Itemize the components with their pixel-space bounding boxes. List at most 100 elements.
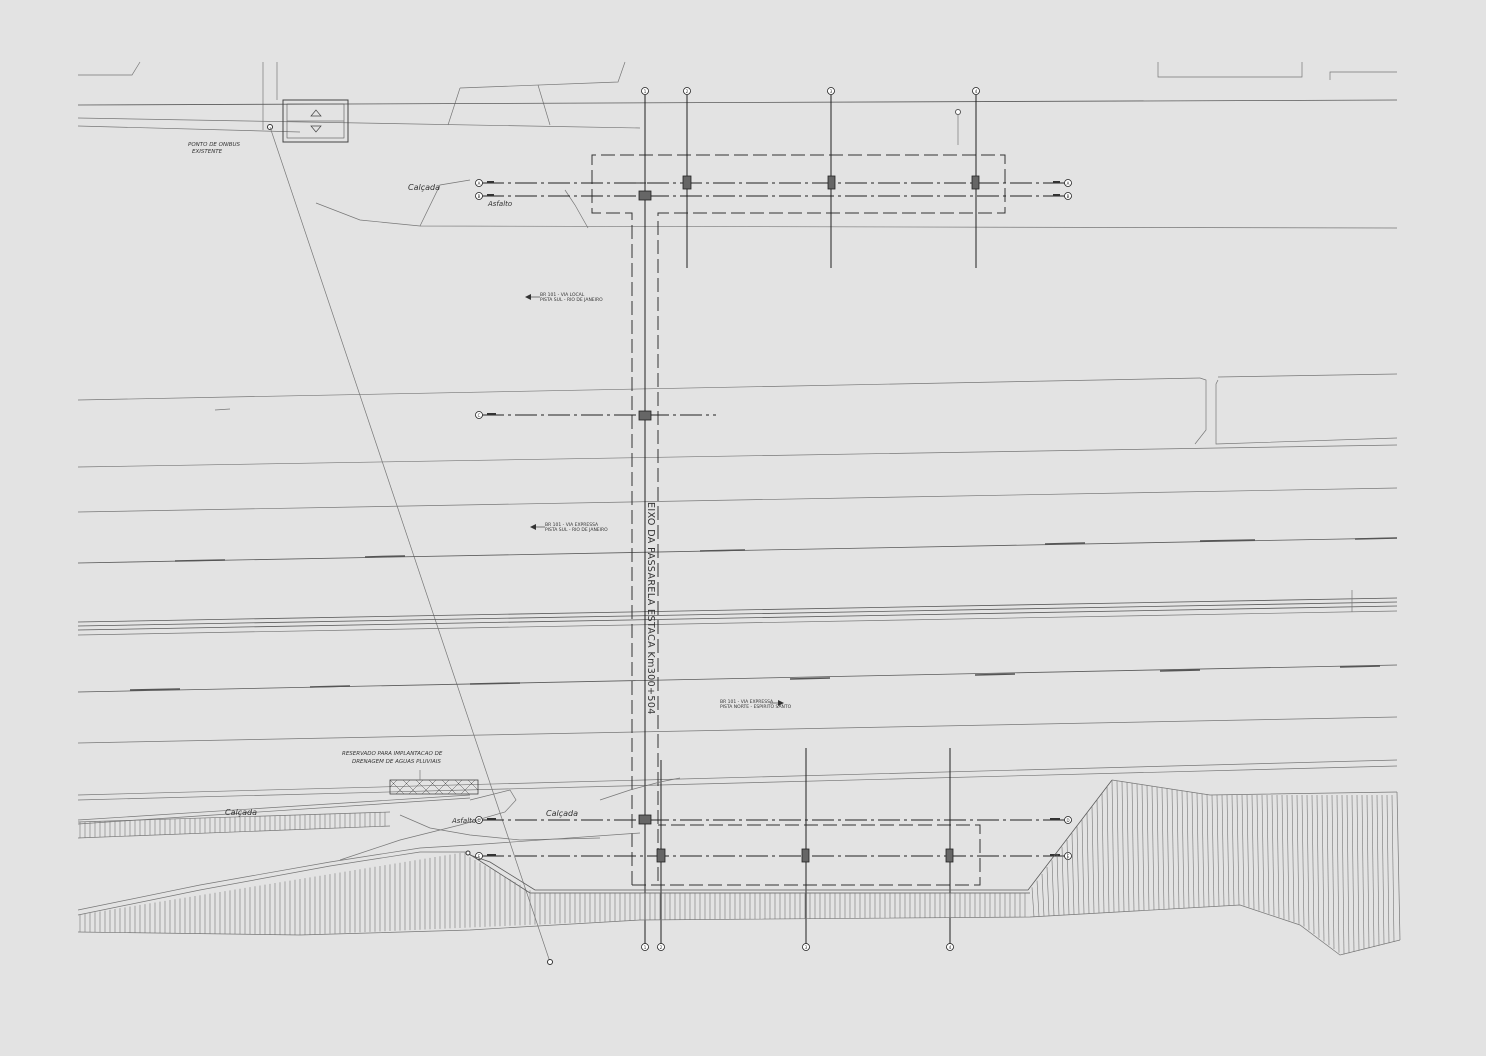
hatch-line [1321, 794, 1325, 942]
grid-bubble-label: 4 [949, 945, 952, 950]
hatch-line [1086, 813, 1090, 914]
hatch-line [1186, 791, 1190, 909]
hatch-line [1206, 794, 1210, 907]
hatch-line [1226, 794, 1230, 906]
hatch-line [1216, 794, 1220, 907]
hatch-line [1161, 787, 1165, 910]
bottom-sidewalk [77, 777, 1113, 911]
hatch-line [1081, 819, 1085, 915]
pillar [638, 410, 652, 421]
grid-bubbles-top: 1 2 3 4 [641, 87, 980, 95]
pillar [682, 175, 692, 190]
embankment-hatch-bottom [79, 852, 1026, 935]
hatch-line [1051, 860, 1055, 916]
pillar [945, 848, 954, 863]
hatch-line [1201, 793, 1205, 908]
hatch-line [1076, 826, 1080, 915]
grid-bubble-label: 3 [805, 945, 808, 950]
grid-bubbles-right: A B D E [1064, 179, 1072, 860]
hatch-line [1256, 794, 1260, 911]
embankment-hatch-left [79, 812, 386, 838]
hatch-line [1376, 794, 1380, 946]
hatch-line [1136, 783, 1140, 911]
grid-bubble-label: E [1067, 854, 1070, 859]
hatch-line [1036, 880, 1040, 917]
hatch-line [1366, 794, 1370, 949]
road-label-mid: BR 101 - VIA EXPRESSA PISTA SUL - RIO DE… [530, 522, 608, 533]
pillar [638, 190, 652, 201]
grid-bubbles-left: A B C D E [475, 179, 483, 860]
hatch-line [1166, 788, 1170, 910]
hatch-line [1386, 794, 1390, 944]
bus-stop-note-line1: PONTO DE ONIBUS [188, 142, 241, 148]
hatch-line [1071, 833, 1075, 915]
grid-bubble-label: 4 [975, 89, 978, 94]
road-label-north: BR 101 - VIA LOCAL PISTA SUL - RIO DE JA… [525, 292, 603, 303]
pillar [638, 814, 652, 825]
hatch-line [1181, 790, 1185, 909]
hatch-line [1096, 799, 1100, 914]
svg-text:PISTA SUL - RIO DE JANEIRO: PISTA SUL - RIO DE JANEIRO [545, 527, 608, 533]
hatch-line [1356, 794, 1360, 951]
grid-bubble-label: 2 [686, 89, 689, 94]
hatch-line [1301, 794, 1305, 927]
hatch-line [1266, 794, 1270, 914]
hatch-line [1276, 794, 1280, 918]
asfalto-bottom-label: Asfalto [451, 817, 476, 825]
lane-dashes [129, 537, 1398, 691]
hatch-line [1091, 806, 1095, 914]
hatch-line [1106, 786, 1110, 913]
hatch-line [1151, 785, 1155, 911]
road-lanes [77, 373, 1398, 801]
svg-text:PISTA SUL - RIO DE JANEIRO: PISTA SUL - RIO DE JANEIRO [540, 297, 603, 303]
hatch-line [1041, 873, 1045, 917]
hatch-line [1146, 785, 1150, 911]
grid-bubble-label: A [478, 181, 481, 186]
svg-text:BR 101 - VIA EXPRESSA: BR 101 - VIA EXPRESSA [720, 699, 774, 705]
hatch-line [1046, 867, 1050, 917]
hatch-line [1261, 794, 1265, 913]
calcada-top-label: Calçada [408, 183, 440, 192]
grid-bubble-label: 1 [644, 945, 647, 950]
hatch-line [1391, 794, 1395, 943]
top-sidewalk [315, 179, 1398, 229]
hatch-line [1056, 853, 1060, 916]
hatch-line [1371, 794, 1375, 948]
grid-bubble-label: E [478, 854, 481, 859]
svg-text:PISTA NORTE - ESPIRITO SANTO: PISTA NORTE - ESPIRITO SANTO [720, 704, 792, 710]
grid-bubble-label: 3 [830, 89, 833, 94]
hatch-line [1381, 794, 1385, 945]
drainage-note-line1: RESERVADO PARA IMPLANTACAO DE [342, 751, 443, 757]
pillar [971, 175, 980, 190]
hatch-line [1126, 782, 1130, 912]
grid-bubble-label: B [478, 194, 481, 199]
grid-bubble-label: D [477, 818, 480, 823]
grid-bubble-label: D [1066, 818, 1069, 823]
asfalto-top-label: Asfalto [487, 200, 512, 208]
hatch-line [1211, 794, 1215, 907]
hatch-line [1271, 794, 1275, 916]
bus-stop-note-line2: EXISTENTE [192, 149, 223, 155]
svg-text:BR 101 - VIA EXPRESSA: BR 101 - VIA EXPRESSA [545, 522, 599, 528]
svg-text:BR 101 - VIA LOCAL: BR 101 - VIA LOCAL [540, 292, 585, 298]
bus-stop-existing [267, 99, 349, 143]
pillar [801, 848, 810, 863]
walkway-axis-label: EIXO DA PASSARELA ESTACA Km300+504 [645, 502, 656, 715]
hatch-line [1346, 794, 1350, 954]
hatch-line [1131, 782, 1135, 912]
hatch-line [1066, 840, 1070, 915]
pillars [638, 175, 980, 863]
hatch-line [1061, 846, 1065, 916]
pillar [656, 848, 666, 863]
hatch-line [1156, 786, 1160, 910]
hatch-line [1176, 789, 1180, 909]
hatch-line [1246, 794, 1250, 908]
hatch-line [1236, 794, 1240, 906]
drainage-note-line2: DRENAGEM DE AGUAS PLUVIAIS [352, 759, 441, 765]
hatch-line [1281, 794, 1285, 919]
calcada-bottom-right-label: Calçada [546, 809, 578, 818]
hatch-line [1231, 794, 1235, 906]
grid-bubble-label: A [1067, 181, 1070, 186]
